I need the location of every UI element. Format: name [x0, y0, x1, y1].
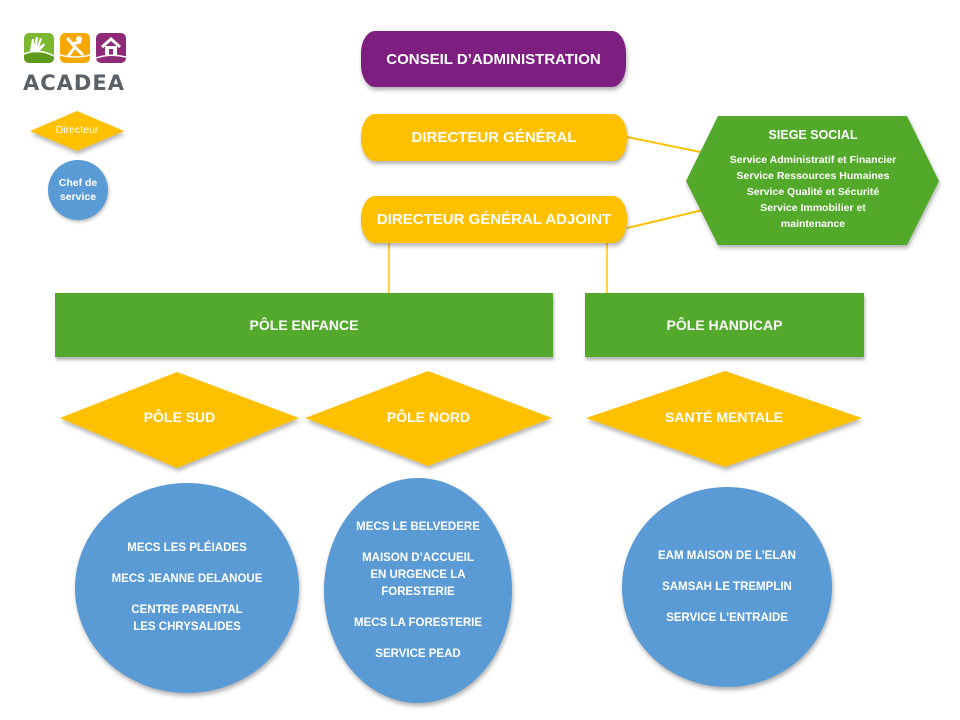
pole-sud-services-circle[interactable]: MECS LES PLÉIADES MECS JEANNE DELANOUE C…	[75, 483, 299, 693]
siege-service: Service Administratif et Financier	[729, 154, 897, 166]
hand-icon	[24, 33, 54, 63]
acadea-logo: ACADEA	[22, 33, 128, 95]
pole-nord-diamond[interactable]	[305, 371, 552, 466]
service-name: SERVICE L’ENTRAIDE	[666, 611, 788, 624]
legend-chef-label-line2: service	[59, 191, 97, 203]
siege-service: Service Qualité et Sécurité	[746, 186, 880, 198]
siege-social-content: SIEGE SOCIAL Service Administratif et Fi…	[700, 128, 926, 232]
service-name: MAISON D’ACCUEIL	[362, 551, 474, 564]
service-name: EAM MAISON DE L’ELAN	[657, 549, 796, 562]
service-name: MECS LE BELVEDERE	[356, 520, 480, 533]
service-item: SAMSAH LE TREMPLIN	[662, 579, 792, 596]
pole-sud-diamond[interactable]	[60, 372, 299, 468]
legend-chef-label-line1: Chef de	[58, 177, 98, 189]
pole-handicap-label: PÔLE HANDICAP	[666, 317, 783, 333]
sante-mentale-label: SANTÉ MENTALE	[665, 409, 783, 425]
directeur-general-adjoint-label: DIRECTEUR GÉNÉRAL ADJOINT	[376, 211, 612, 228]
service-item: SERVICE L’ENTRAIDE	[666, 610, 788, 627]
directeur-general-box[interactable]: DIRECTEUR GÉNÉRAL	[361, 114, 627, 161]
siege-service: Service Immobilier et	[760, 202, 866, 214]
conseil-label: CONSEIL D’ADMINISTRATION	[386, 50, 601, 68]
siege-social-title: SIEGE SOCIAL	[768, 128, 858, 142]
logo-wordmark: ACADEA	[23, 71, 125, 95]
service-item: SERVICE PEAD	[375, 646, 460, 663]
service-item: MECS JEANNE DELANOUE	[112, 571, 263, 588]
service-item: MECS LES PLÉIADES	[127, 540, 247, 557]
pole-nord-services-circle[interactable]: MECS LE BELVEDERE MAISON D’ACCUEIL EN UR…	[324, 478, 512, 703]
service-item: CENTRE PARENTAL LES CHRYSALIDES	[131, 602, 242, 636]
legend-director-diamond	[30, 111, 124, 151]
conseil-administration-box[interactable]: CONSEIL D’ADMINISTRATION	[361, 31, 626, 87]
service-name-line2: EN URGENCE LA	[370, 568, 466, 581]
siege-service: maintenance	[780, 218, 846, 230]
directeur-general-label: DIRECTEUR GÉNÉRAL	[411, 129, 577, 146]
siege-social-hexagon[interactable]	[686, 116, 939, 245]
service-name: SAMSAH LE TREMPLIN	[662, 580, 792, 593]
pole-enfance-box[interactable]: PÔLE ENFANCE	[55, 293, 553, 357]
service-item: EAM MAISON DE L’ELAN	[658, 548, 796, 565]
service-name-line2: LES CHRYSALIDES	[133, 621, 241, 633]
legend-director-label: Directeur	[55, 124, 99, 136]
house-icon	[96, 33, 126, 63]
pole-nord-label: PÔLE NORD	[386, 409, 471, 425]
service-item: MECS LA FORESTERIE	[354, 615, 482, 632]
connector-dg-siege	[626, 136, 706, 154]
pole-enfance-label: PÔLE ENFANCE	[249, 317, 359, 333]
siege-service: Service Ressources Humaines	[736, 170, 890, 182]
service-item: MAISON D’ACCUEIL EN URGENCE LA FORESTERI…	[362, 550, 474, 601]
service-name: CENTRE PARENTAL	[131, 604, 243, 616]
sante-mentale-diamond[interactable]	[586, 371, 862, 467]
service-item: MECS LE BELVEDERE	[356, 519, 480, 536]
person-icon	[60, 33, 90, 63]
sante-mentale-services-circle[interactable]: EAM MAISON DE L’ELAN SAMSAH LE TREMPLIN …	[622, 487, 832, 687]
connector-dga-siege	[626, 209, 704, 229]
pole-sud-label: PÔLE SUD	[143, 409, 216, 425]
service-name: MECS JEANNE DELANOUE	[111, 573, 263, 585]
directeur-general-adjoint-box[interactable]: DIRECTEUR GÉNÉRAL ADJOINT	[361, 196, 627, 243]
service-name: SERVICE PEAD	[375, 647, 461, 660]
service-name-line3: FORESTERIE	[381, 585, 455, 598]
pole-handicap-box[interactable]: PÔLE HANDICAP	[585, 293, 864, 357]
legend-chef-circle: Chef de service	[48, 160, 108, 220]
service-name: MECS LA FORESTERIE	[354, 616, 482, 629]
service-name: MECS LES PLÉIADES	[127, 542, 247, 554]
